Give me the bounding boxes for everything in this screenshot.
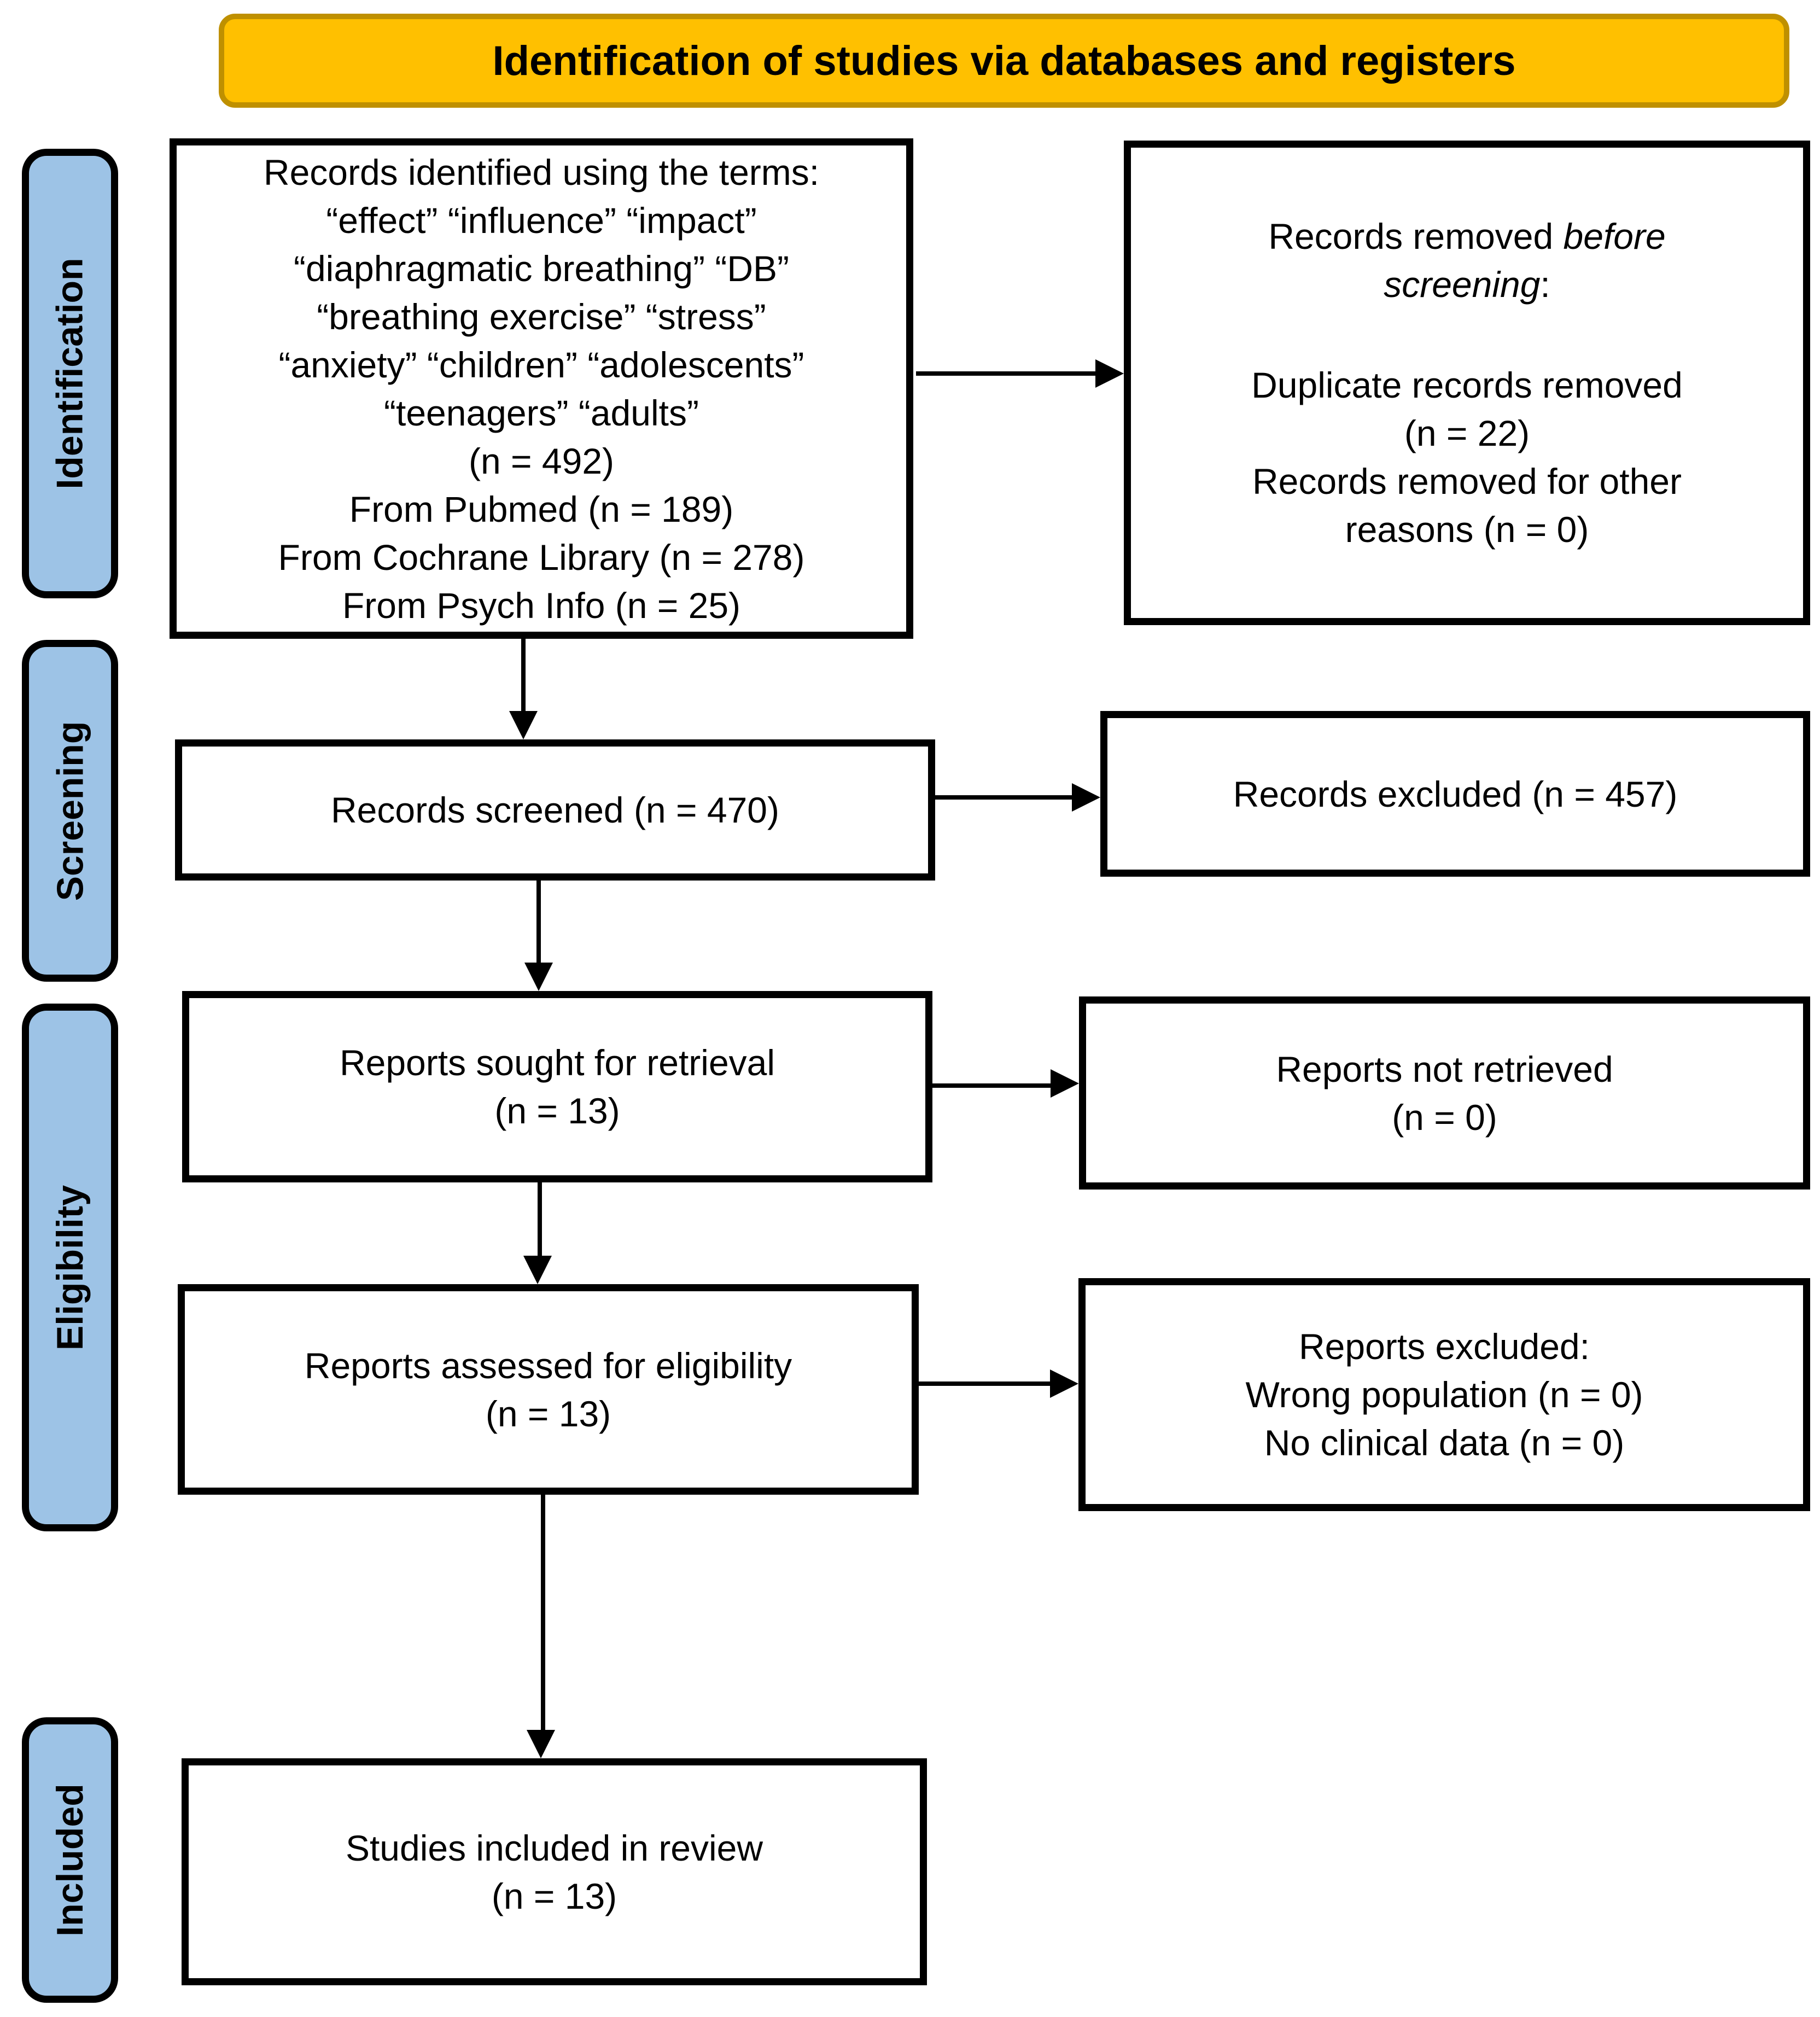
- records-identified-source-pubmed: From Pubmed (n = 189): [349, 488, 734, 529]
- records-identified-line: Records identified using the terms:: [263, 151, 820, 193]
- arrow-sought-to-assessed-stem: [538, 1182, 542, 1260]
- duplicate-records-removed-count: (n = 22): [1404, 413, 1530, 453]
- box-records-identified: Records identified using the terms: “eff…: [170, 138, 913, 639]
- banner-identification-of-studies: Identification of studies via databases …: [219, 14, 1789, 108]
- records-identified-source-psychinfo: From Psych Info (n = 25): [342, 585, 741, 626]
- reports-excluded-no-clinical-data: No clinical data (n = 0): [1264, 1423, 1625, 1463]
- records-removed-title-line1: Records removed before: [1131, 212, 1803, 260]
- records-identified-line: “anxiety” “children” “adolescents”: [278, 344, 804, 385]
- records-removed-title-italic: before: [1563, 216, 1666, 257]
- arrow-identified-to-screened-stem: [521, 639, 526, 715]
- records-identified-line: “breathing exercise” “stress”: [317, 296, 766, 337]
- arrow-identified-to-removed-head: [1095, 359, 1124, 388]
- records-identified-source-cochrane: From Cochrane Library (n = 278): [278, 537, 805, 578]
- studies-included-line: Studies included in review: [345, 1827, 763, 1868]
- records-removed-title-italic2: screening: [1384, 264, 1541, 305]
- box-studies-included: Studies included in review (n = 13): [182, 1758, 927, 1985]
- box-reports-not-retrieved: Reports not retrieved (n = 0): [1079, 996, 1810, 1190]
- phase-label-included-text: Included: [49, 1783, 91, 1937]
- arrow-screened-to-sought-stem: [536, 881, 541, 967]
- records-identified-count: (n = 492): [469, 440, 614, 481]
- reports-excluded-wrong-population: Wrong population (n = 0): [1245, 1374, 1643, 1415]
- phase-label-identification: Identification: [22, 149, 118, 598]
- records-excluded-label: Records excluded (n = 457): [1233, 773, 1678, 814]
- box-reports-excluded: Reports excluded: Wrong population (n = …: [1078, 1278, 1810, 1511]
- phase-label-included: Included: [22, 1717, 118, 2003]
- phase-label-screening: Screening: [22, 640, 118, 982]
- reports-assessed-count: (n = 13): [485, 1393, 611, 1434]
- arrow-screened-to-sought-head: [524, 963, 553, 991]
- records-identified-line: “diaphragmatic breathing” “DB”: [293, 248, 790, 289]
- box-reports-assessed: Reports assessed for eligibility (n = 13…: [178, 1284, 919, 1495]
- phase-label-eligibility: Eligibility: [22, 1004, 118, 1531]
- box-records-removed-before-screening: Records removed before screening: Duplic…: [1124, 141, 1810, 625]
- arrow-sought-to-notretrieved-head: [1051, 1069, 1079, 1098]
- box-reports-sought: Reports sought for retrieval (n = 13): [182, 991, 932, 1182]
- records-removed-other-line: Records removed for other: [1252, 461, 1682, 502]
- reports-sought-line: Reports sought for retrieval: [339, 1042, 775, 1083]
- arrow-sought-to-assessed-head: [523, 1256, 552, 1284]
- reports-not-retrieved-line: Reports not retrieved: [1276, 1048, 1613, 1089]
- records-removed-title-line2: screening:: [1131, 260, 1803, 308]
- reports-assessed-line: Reports assessed for eligibility: [304, 1345, 792, 1386]
- arrow-screened-to-excluded-head: [1072, 783, 1100, 812]
- records-removed-other-count: reasons (n = 0): [1345, 509, 1589, 550]
- arrow-assessed-to-repexcluded-head: [1050, 1369, 1078, 1398]
- arrow-assessed-to-included-head: [527, 1730, 555, 1758]
- records-removed-title-normal: Records removed: [1268, 216, 1564, 257]
- records-identified-line: “effect” “influence” “impact”: [326, 200, 757, 241]
- arrow-identified-to-removed-stem: [916, 371, 1100, 376]
- reports-sought-count: (n = 13): [494, 1091, 620, 1131]
- arrow-identified-to-screened-head: [509, 711, 538, 739]
- phase-label-identification-text: Identification: [49, 258, 91, 489]
- studies-included-count: (n = 13): [491, 1875, 617, 1916]
- reports-excluded-title: Reports excluded:: [1299, 1326, 1590, 1367]
- records-identified-line: “teenagers” “adults”: [384, 392, 699, 433]
- arrow-sought-to-notretrieved-stem: [932, 1083, 1055, 1088]
- reports-not-retrieved-count: (n = 0): [1392, 1097, 1497, 1138]
- arrow-assessed-to-repexcluded-stem: [919, 1381, 1054, 1386]
- records-removed-title-colon: :: [1540, 264, 1550, 305]
- phase-label-eligibility-text: Eligibility: [49, 1185, 91, 1350]
- duplicate-records-removed-line: Duplicate records removed: [1251, 365, 1683, 405]
- phase-label-screening-text: Screening: [49, 721, 91, 901]
- records-screened-label: Records screened (n = 470): [331, 790, 779, 830]
- arrow-assessed-to-included-stem: [541, 1495, 545, 1734]
- box-records-excluded: Records excluded (n = 457): [1100, 711, 1810, 877]
- box-records-screened: Records screened (n = 470): [175, 739, 935, 881]
- banner-title: Identification of studies via databases …: [492, 37, 1516, 84]
- arrow-screened-to-excluded-stem: [935, 795, 1076, 800]
